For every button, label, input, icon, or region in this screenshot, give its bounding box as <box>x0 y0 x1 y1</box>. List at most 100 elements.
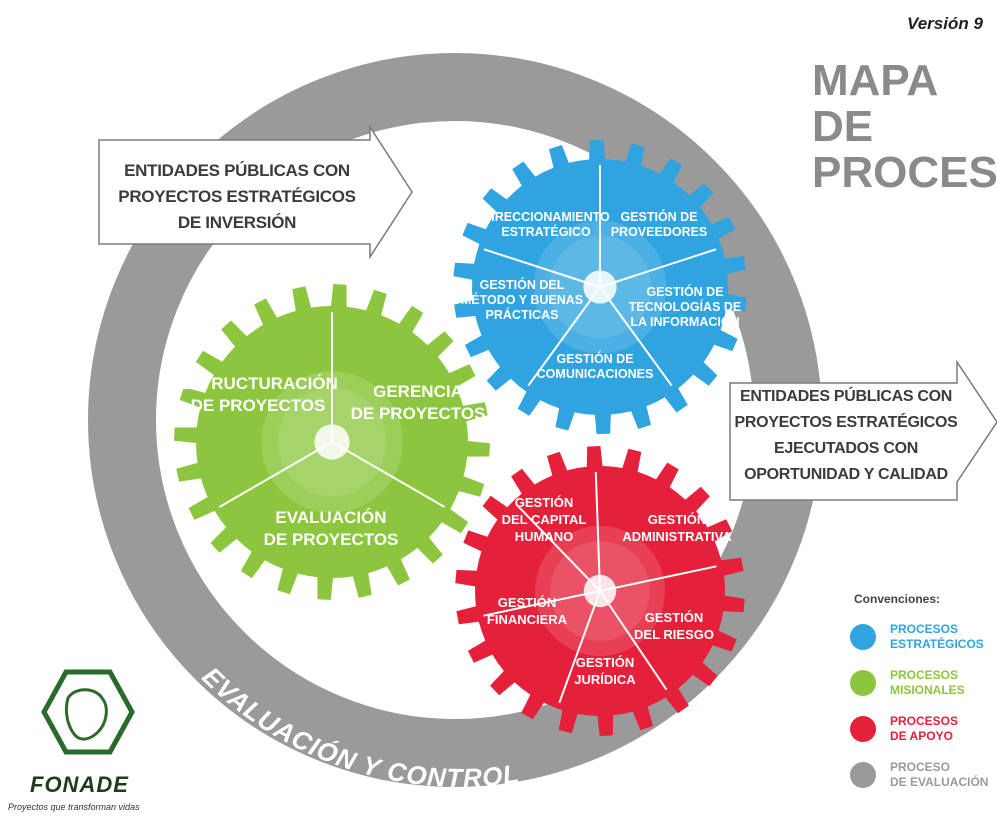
legend-label-evaluation: PROCESO DE EVALUACIÓN <box>890 760 988 790</box>
legend-label-support-1: PROCESOS <box>890 714 959 728</box>
legend-item-missional: PROCESOS MISIONALES <box>850 660 997 706</box>
support-label-1-line-1: GESTIÓN <box>515 495 574 510</box>
legend-label-evaluation-2: DE EVALUACIÓN <box>890 775 989 789</box>
strategic-processes-gear <box>453 140 747 434</box>
support-label-2-line-1: GESTIÓN <box>648 512 707 527</box>
support-label-5-line-1: GESTIÓN <box>576 655 635 670</box>
support-label-4-line-1: GESTIÓN <box>645 610 704 625</box>
strategic-label-1-line-1: DIRECCIONAMIENTO <box>482 210 610 224</box>
legend-label-support: PROCESOS DE APOYO <box>890 714 958 744</box>
missional-label-3-line-1: EVALUACIÓN <box>275 508 386 527</box>
support-divider-2 <box>599 565 717 592</box>
support-label-1: GESTIÓN DEL CAPITAL HUMANO <box>502 495 587 544</box>
support-label-3-line-1: GESTIÓN <box>498 595 557 610</box>
legend-label-strategic-1: PROCESOS <box>890 622 959 636</box>
legend-label-strategic-2: ESTRATÉGICOS <box>890 637 984 651</box>
missional-label-2-line-1: GERENCIA <box>373 382 463 401</box>
support-processes-gear <box>455 446 745 736</box>
fonade-logo-icon <box>41 669 135 755</box>
support-label-5: GESTIÓN JURÍDICA <box>574 655 636 687</box>
missional-divider-2 <box>331 441 446 508</box>
missional-label-1: ESTRUCTURACIÓN DE PROYECTOS <box>178 374 338 415</box>
strategic-divider-3 <box>599 286 673 387</box>
support-divider-5 <box>483 590 601 617</box>
support-divider-4 <box>558 590 601 704</box>
support-divider-6 <box>516 504 601 592</box>
strategic-label-3-line-1: GESTIÓN DEL <box>480 277 565 292</box>
support-divider-3 <box>599 590 668 691</box>
input-arrow <box>98 124 413 260</box>
legend-dot-evaluation <box>850 762 876 788</box>
title-line-1: MAPA DE <box>812 56 937 151</box>
output-arrow-line-2: PROYECTOS ESTRATÉGICOS <box>734 414 958 431</box>
title-line-2: PROCESOS <box>812 148 997 197</box>
legend-dot-strategic <box>850 624 876 650</box>
missional-labels: ESTRUCTURACIÓN DE PROYECTOS GERENCIA DE PRO… <box>178 374 485 549</box>
strategic-label-4-line-2: TECNOLOGÍAS DE <box>629 299 742 314</box>
missional-label-1-line-1: ESTRUCTURACIÓN <box>178 374 338 393</box>
input-arrow-text: ENTIDADES PÚBLICAS CON PROYECTOS ESTRATÉ… <box>104 158 370 236</box>
output-arrow-line-3: EJECUTADOS CON <box>774 440 918 457</box>
strategic-label-4-line-3: LA INFORMACIÓN <box>630 314 739 329</box>
missional-label-2: GERENCIA DE PROYECTOS <box>351 382 486 423</box>
strategic-label-5-line-2: COMUNICACIONES <box>537 367 654 381</box>
strategic-divider-5 <box>483 248 601 288</box>
logo-slogan: Proyectos que transforman vidas <box>8 802 140 812</box>
missional-label-3-line-2: DE PROYECTOS <box>264 530 399 549</box>
strategic-label-4-line-1: GESTIÓN DE <box>646 284 723 299</box>
output-arrow-line-1: ENTIDADES PÚBLICAS CON <box>739 388 953 405</box>
strategic-label-2-line-1: GESTIÓN DE <box>620 209 697 224</box>
legend-item-evaluation: PROCESO DE EVALUACIÓN <box>850 752 997 798</box>
output-arrow <box>729 359 997 501</box>
missional-label-1-line-2: DE PROYECTOS <box>191 396 326 415</box>
legend-label-missional-1: PROCESOS <box>890 668 959 682</box>
version-label: Versión 9 <box>907 14 983 33</box>
input-arrow-line-2: PROYECTOS ESTRATÉGICOS <box>118 187 356 206</box>
legend-label-evaluation-1: PROCESO <box>890 760 951 774</box>
support-label-1-line-3: HUMANO <box>515 529 574 544</box>
legend-dot-support <box>850 716 876 742</box>
strategic-label-3-line-3: PRÁCTICAS <box>486 307 559 322</box>
missional-processes-gear <box>174 284 490 600</box>
support-divider-1 <box>594 472 601 592</box>
logo-wordmark: FONADE <box>30 772 129 797</box>
missional-divider-3 <box>218 441 333 508</box>
legend-item-support: PROCESOS DE APOYO <box>850 706 997 752</box>
legend-label-strategic: PROCESOS ESTRATÉGICOS <box>890 622 984 652</box>
missional-label-2-line-2: DE PROYECTOS <box>351 404 486 423</box>
strategic-label-3-line-2: MÉTODO Y BUENAS <box>461 292 583 307</box>
strategic-label-5-line-1: GESTIÓN DE <box>556 351 633 366</box>
legend-label-support-2: DE APOYO <box>890 729 953 743</box>
support-label-2: GESTIÓN ADMINISTRATIVA <box>622 512 732 544</box>
strategic-label-1-line-2: ESTRATÉGICO <box>501 224 591 239</box>
fonade-logo: FONADE Proyectos que transforman vidas <box>6 668 166 818</box>
missional-gear-hub <box>314 424 350 460</box>
strategic-gear-hub <box>583 270 617 304</box>
legend-dot-missional <box>850 670 876 696</box>
support-labels: GESTIÓN DEL CAPITAL HUMANO GESTIÓN ADMINISTR… <box>487 495 732 687</box>
legend-title: Convenciones: <box>854 592 941 606</box>
output-arrow-line-4: OPORTUNIDAD Y CALIDAD <box>744 466 948 483</box>
strategic-divider-2 <box>599 248 717 288</box>
strategic-label-2-line-2: PROVEEDORES <box>611 225 708 239</box>
legend: Convenciones: PROCESOS ESTRATÉGICOS PROC… <box>850 592 997 798</box>
page-title: MAPA DE PROCESOS <box>812 58 997 196</box>
support-label-5-line-2: JURÍDICA <box>574 672 636 687</box>
support-label-1-line-2: DEL CAPITAL <box>502 512 587 527</box>
support-label-4: GESTIÓN DEL RIESGO <box>634 610 714 642</box>
support-label-4-line-2: DEL RIESGO <box>634 627 714 642</box>
missional-label-3: EVALUACIÓN DE PROYECTOS <box>264 508 399 549</box>
legend-label-missional: PROCESOS MISIONALES <box>890 668 965 698</box>
input-arrow-line-3: DE INVERSIÓN <box>177 213 297 232</box>
legend-item-strategic: PROCESOS ESTRATÉGICOS <box>850 614 997 660</box>
support-label-2-line-2: ADMINISTRATIVA <box>622 529 732 544</box>
output-arrow-text: ENTIDADES PÚBLICAS CON PROYECTOS ESTRATÉ… <box>734 384 958 488</box>
